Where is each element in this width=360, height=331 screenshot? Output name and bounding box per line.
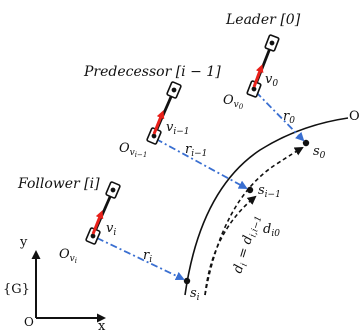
distance-arrow-r0 [255, 91, 305, 142]
road-curve [184, 117, 349, 296]
distance-arrow-rim1 [155, 138, 248, 189]
velocity-arrow-vim1 [152, 110, 165, 135]
o-v0-label: Ov0 [223, 93, 244, 111]
distance-arc-i-im1 [204, 195, 257, 296]
global-frame: y x O {G} [3, 235, 106, 331]
leader-label: Leader [0] [225, 12, 301, 28]
frame-label: {G} [3, 282, 30, 297]
s0-label: s0 [313, 144, 326, 161]
distance-label-di0: di0 [263, 222, 280, 239]
velocity-arrow-v0 [252, 64, 264, 88]
point-sim1 [246, 186, 254, 194]
si-label: si [190, 286, 200, 303]
o-vi-label: Ovi [59, 247, 77, 265]
vim1-label: vi−1 [166, 120, 190, 137]
x-axis-label: x [98, 319, 106, 331]
predecessor-label: Predecessor [i − 1] [83, 64, 221, 80]
r0-label: r0 [283, 109, 295, 126]
velocity-arrow-vi [91, 210, 104, 235]
predecessor-vehicle [146, 81, 182, 145]
vi-label: vi [106, 221, 116, 238]
follower-label: Follower [i] [17, 176, 100, 192]
follower-vehicle [85, 181, 121, 245]
point-s0 [302, 139, 310, 147]
rim1-label: ri−1 [185, 142, 207, 159]
o-vim1-label: Ovi−1 [119, 141, 147, 159]
svg-text:di = di,i−1: di = di,i−1 [230, 213, 264, 276]
y-axis-label: y [19, 235, 28, 250]
v0-label: v0 [265, 72, 278, 89]
leader-vehicle [246, 34, 280, 98]
curve-label: O [349, 109, 360, 124]
axis-origin-label: O [24, 315, 34, 329]
point-si [183, 277, 191, 285]
sim1-label: si−1 [258, 183, 281, 200]
ri-label: ri [143, 248, 152, 265]
distance-arrow-ri [96, 237, 185, 281]
distance-label-di: di = di,i−1 [230, 213, 264, 276]
